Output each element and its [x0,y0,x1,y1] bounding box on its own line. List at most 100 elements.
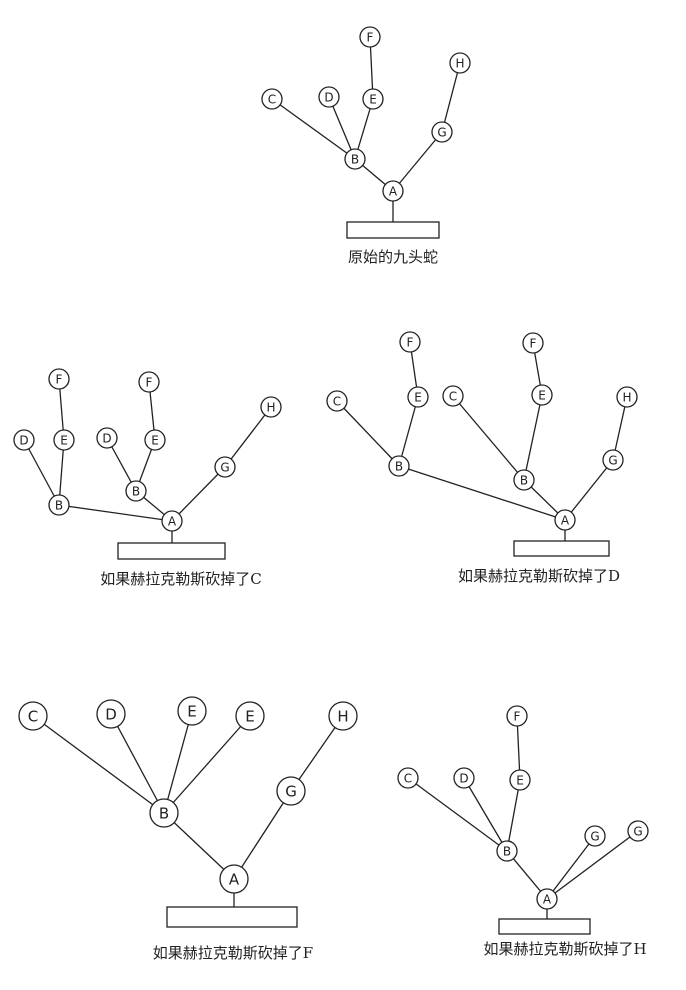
node-f: F [399,331,421,353]
node-circle [407,386,429,408]
edge-B-E2 [163,715,251,814]
node-b: B [344,148,366,170]
node-circle [442,385,464,407]
edge-G-H [612,396,628,461]
node-g: G [602,449,624,471]
node-f: F [138,371,160,393]
node-a: A [161,510,183,532]
diagram-caption: 原始的九头蛇 [348,248,438,266]
node-label: H [455,57,464,71]
node-circle [326,390,348,412]
diagram-caption: 如果赫拉克勒斯砍掉了C [100,570,261,588]
node-label: G [608,454,617,468]
node-label: A [168,515,177,529]
node-f: F [48,368,70,390]
node-e: E [531,384,553,406]
node-circle [584,825,606,847]
node-label: D [102,432,111,446]
node-circle [522,332,544,354]
node-label: E [60,434,68,448]
edge-B-C [407,777,508,852]
node-c: C [442,385,464,407]
node-circle [397,767,419,789]
node-label: H [266,401,275,415]
node-circle [18,701,48,731]
edge-A-B1 [398,465,566,521]
edge-A-G1 [546,835,596,900]
node-label: B [351,153,359,167]
node-circle [506,705,528,727]
node-c: C [261,88,283,110]
node-label: D [105,706,117,724]
edge-B1-E1 [58,439,65,506]
edge-G-H [224,406,272,468]
node-label: A [561,514,570,528]
node-label: B [159,805,169,823]
edge-B-D [328,96,356,160]
node-circle [96,427,118,449]
node-label: A [543,893,552,907]
node-b: B [496,840,518,862]
edge-A-G [564,459,614,521]
node-circle [328,701,358,731]
node-circle [359,26,381,48]
edge-B-E [506,779,521,852]
node-circle [261,88,283,110]
node-circle [431,121,453,143]
node-a: A [554,509,576,531]
node-circle [449,52,471,74]
node-circle [382,180,404,202]
node-label: H [622,391,631,405]
node-label: G [590,830,599,844]
node-label: G [220,461,229,475]
node-label: D [19,434,28,448]
node-label: F [367,31,374,45]
edge-B1-C1 [336,400,400,467]
node-label: B [503,845,511,859]
node-b: B [513,469,535,491]
node-h: H [449,52,471,74]
node-label: C [333,395,341,409]
node-label: E [187,703,196,721]
node-circle [318,86,340,108]
node-e: E [144,429,166,451]
edge-B-C [32,715,165,814]
base-rectangle [513,540,610,557]
node-circle [177,696,207,726]
edge-G-H [290,715,344,792]
node-g: G [276,776,306,806]
edge-A-G [392,131,443,192]
node-circle [125,480,147,502]
node-label: F [407,336,414,350]
node-circle [536,888,558,910]
node-circle [260,396,282,418]
node-circle [627,820,649,842]
node-circle [138,371,160,393]
node-circle [453,767,475,789]
node-circle [53,429,75,451]
node-a: A [382,180,404,202]
node-g: G [431,121,453,143]
edge-B2-E2 [523,394,543,481]
edge-B-E1 [163,710,193,814]
edge-E-F [516,715,521,781]
node-label: F [146,376,153,390]
node-label: D [459,772,468,786]
edge-B-D [463,777,508,852]
node-label: E [151,434,159,448]
node-d: D [96,699,126,729]
node-f: F [506,705,528,727]
node-b: B [149,798,179,828]
node-label: E [245,708,254,726]
node-d: D [453,767,475,789]
node-circle [496,840,518,862]
diagram-caption: 如果赫拉克勒斯砍掉了D [458,567,620,585]
node-circle [616,386,638,408]
node-e: E [509,769,531,791]
edge-B1-E1 [398,396,419,467]
